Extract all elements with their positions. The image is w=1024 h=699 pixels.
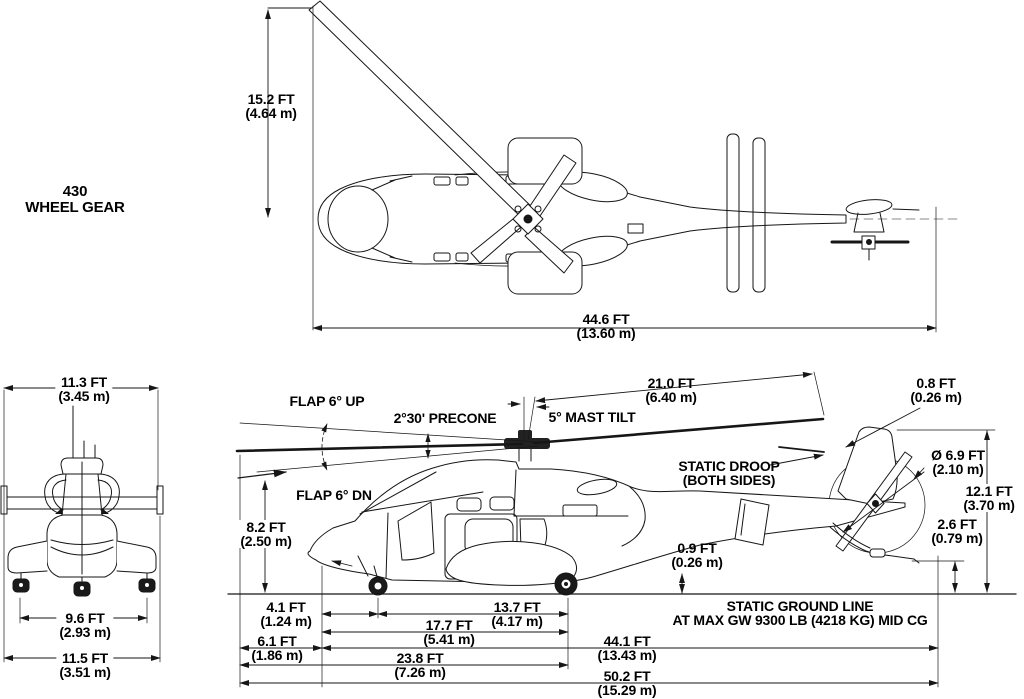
flap-up-label: FLAP 6° UP bbox=[289, 393, 365, 409]
model-title: 430 WHEEL GEAR bbox=[25, 183, 125, 216]
dim-nose-to-mainwheel: 17.7 FT(5.41 m) bbox=[423, 617, 475, 647]
dim-overall-length-rotors: 50.2 FT(15.29 m) bbox=[597, 668, 657, 698]
dim-nose-to-nosewheel: 4.1 FT(1.24 m) bbox=[260, 599, 312, 629]
dim-bladetip-to-mainwheel: 23.8 FT(7.26 m) bbox=[394, 650, 446, 680]
dim-overall-width: 11.5 FT(3.51 m) bbox=[56, 651, 114, 679]
precone-label: 2°30' PRECONE bbox=[393, 410, 497, 426]
dim-wheel-track: 9.6 FT(2.93 m) bbox=[56, 611, 114, 639]
flap-down-label: FLAP 6° DN bbox=[296, 487, 372, 503]
dim-blade-tip-clearance: 0.8 FT(0.26 m) bbox=[910, 375, 962, 405]
dim-overall-height: 12.1 FT(3.70 m) bbox=[960, 484, 1018, 512]
dim-fuselage-length: 44.1 FT(13.43 m) bbox=[597, 633, 657, 663]
top-view-drawing bbox=[308, 0, 959, 295]
top-view-dimensions bbox=[265, 5, 937, 333]
dim-tail-clearance: 2.6 FT(0.79 m) bbox=[928, 517, 986, 545]
dim-mast-to-blade-tip: 21.0 FT(6.40 m) bbox=[645, 375, 697, 405]
dim-overall-length-top: 44.6 FT(13.60 m) bbox=[576, 311, 636, 341]
dim-boom-clearance: 0.9 FT(0.26 m) bbox=[671, 540, 723, 570]
dim-wheelbase: 13.7 FT(4.17 m) bbox=[491, 599, 543, 629]
side-view-dimensions bbox=[227, 371, 1017, 688]
dim-blade-tip-height: 8.2 FT(2.50 m) bbox=[237, 520, 295, 548]
mast-tilt-label: 5° MAST TILT bbox=[548, 409, 636, 425]
dim-rotor-radius-top: 15.2 FT(4.64 m) bbox=[245, 91, 297, 121]
dim-stabilizer-span: 11.3 FT(3.45 m) bbox=[55, 375, 113, 403]
static-droop-label: STATIC DROOP(BOTH SIDES) bbox=[678, 458, 780, 488]
dim-bladetip-to-nose: 6.1 FT(1.86 m) bbox=[251, 633, 303, 663]
side-view-drawing bbox=[235, 417, 926, 596]
model-number: 430 bbox=[62, 183, 88, 200]
gear-type: WHEEL GEAR bbox=[25, 199, 125, 216]
front-view-drawing bbox=[0, 405, 164, 597]
dim-tail-rotor-diameter: Ø 6.9 FT(2.10 m) bbox=[931, 447, 985, 477]
